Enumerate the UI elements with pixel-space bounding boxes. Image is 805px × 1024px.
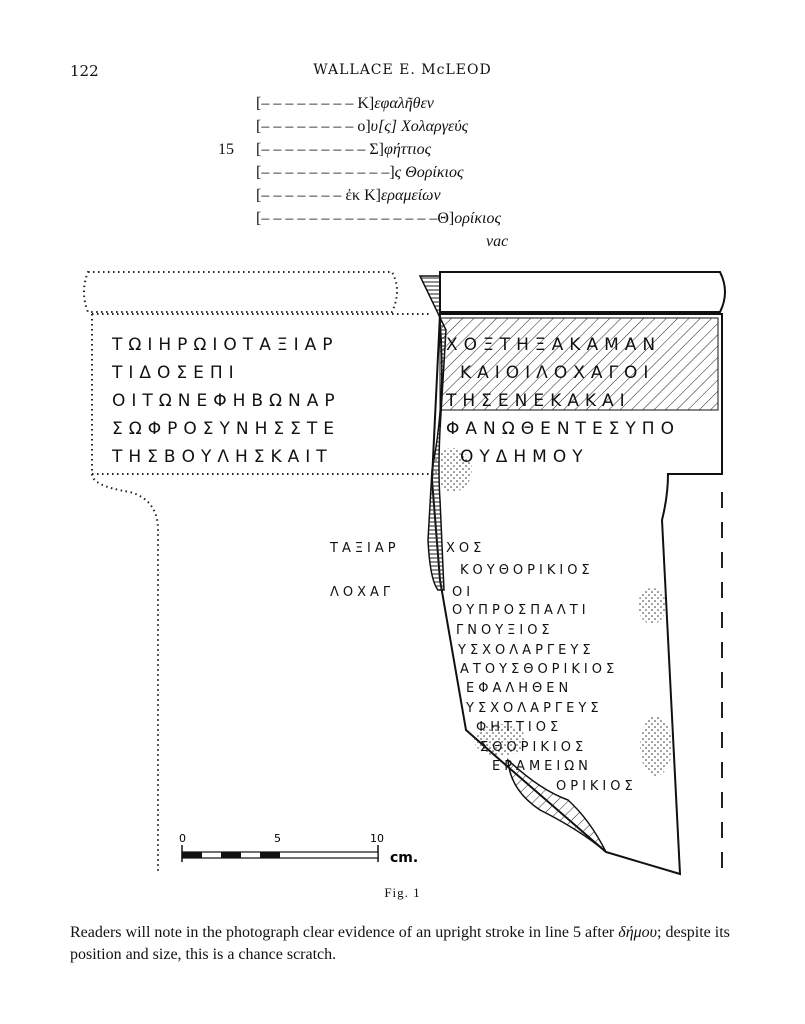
body-paragraph: Readers will note in the photograph clea… [70,922,750,966]
upper-text-right-5: ΟΥΔΗΜΟΥ [460,447,589,467]
epi-line-6: [– – – – – – – – – – – – – – –Θ]ορίκιος [256,210,501,228]
upper-text-left-5: ΤΗΣΒΟΥΛΗΣΚΑΙΤ [111,447,333,467]
restored-part: [– – – – – – – – – – – – – – –Θ] [256,210,455,227]
epi-line-2: [– – – – – – – – ο]υ[ς] Χολαργεύς [256,118,468,136]
lower-right-1: ΧΟΣ [446,541,485,556]
upper-text-left-2: ΤΙΔΟΣΕΠΙ [111,363,240,383]
restored-part: [– – – – – – – – ο] [256,118,371,135]
scale-bar: 0 5 10 cm. [179,832,418,866]
scale-tick-10: 10 [370,832,384,845]
lower-right-7: ΑΤΟΥΣΘΟΡΙΚΙΟΣ [460,662,618,677]
greek-text: υ[ς] Χολαργεύς [370,118,469,135]
epi-line-4: [– – – – – – – – – – –]ς Θορίκιος [256,164,463,182]
lower-right-3: ΟΙ [452,585,474,600]
lower-right-8: ΕΦΑΛΗΘΕΝ [466,681,572,696]
scale-tick-0: 0 [179,832,186,845]
restored-part: [– – – – – – – – – – –] [256,164,395,181]
restored-outline [83,271,723,875]
lower-right-10: ΦΗΤΤΙΟΣ [476,720,562,735]
paragraph-text: Readers will note in the photograph clea… [70,924,619,941]
epi-line-1: [– – – – – – – – K]εφαλῆθεν [256,95,434,113]
greek-text: φήττιος [383,141,432,158]
restored-part: [– – – – – – – – – Σ] [256,141,384,158]
paragraph-text-end: ; despite its position and size, this is… [70,924,730,963]
lower-left-2: ΛΟΧΑΓ [330,585,394,600]
restored-part: [– – – – – – – ἐκ K] [256,187,381,204]
greek-text: ορίκιος [454,210,501,227]
lower-right-11: ΣΘΟΡΙΚΙΟΣ [480,740,587,755]
lower-right-2: ΚΟΥΘΟΡΙΚΙΟΣ [460,563,594,578]
lower-right-9: ΥΣΧΟΛΑΡΓΕΥΣ [465,701,603,716]
lower-right-13: ΟΡΙΚΙΟΣ [556,779,637,794]
line-number: 15 [218,141,234,158]
stone-fragment [418,271,726,876]
running-head: WALLACE E. McLEOD [313,62,492,78]
scale-unit: cm. [390,850,418,866]
epi-line-3: [– – – – – – – – – Σ]φήττιος [256,141,431,159]
upper-text-right-3: ΤΗΣΕΝΕΚΑΚΑΙ [445,391,631,411]
page-number: 122 [70,62,99,80]
upper-text-left-4: ΣΩΦΡΟΣΥΝΗΣΣΤΕ [112,419,340,439]
vacat-mark: vac [486,233,509,250]
paragraph-greek-word: δήμου [618,924,658,941]
lower-left-1: ΤΑΞΙΑΡ [329,541,400,556]
greek-text: εραμείων [381,187,441,204]
upper-text-right-2: ΚΑΙΟΙΛΟΧΑΓΟΙ [460,363,654,383]
epi-line-5: [– – – – – – – ἐκ K]εραμείων [256,187,441,205]
upper-text-right-1: ΧΟΞΤΗΞΑΚΑΜΑΝ [446,335,661,355]
upper-text-left-3: ΟΙΤΩΝΕΦΗΒΩΝΑΡ [112,391,341,411]
lower-right-12: ΕΡΑΜΕΙΩΝ [492,759,592,774]
upper-text-left-1: ΤΩΙΗΡΩΙΟΤΑΞΙΑΡ [111,335,338,355]
greek-text: εφαλῆθεν [374,95,434,112]
lower-right-6: ΥΣΧΟΛΑΡΓΕΥΣ [457,643,595,658]
lower-right-5: ΓΝΟΥΞΙΟΣ [456,623,554,638]
upper-text-right-4: ΦΑΝΩΘΕΝΤΕΣΥΠΟ [446,419,680,439]
scale-tick-5: 5 [274,832,281,845]
lower-right-4: ΟΥΠΡΟΣΠΑΛΤΙ [452,603,590,618]
greek-text: ς Θορίκιος [394,164,464,181]
restored-part: [– – – – – – – – K] [256,95,375,112]
figure-caption: Fig. 1 [384,885,421,900]
